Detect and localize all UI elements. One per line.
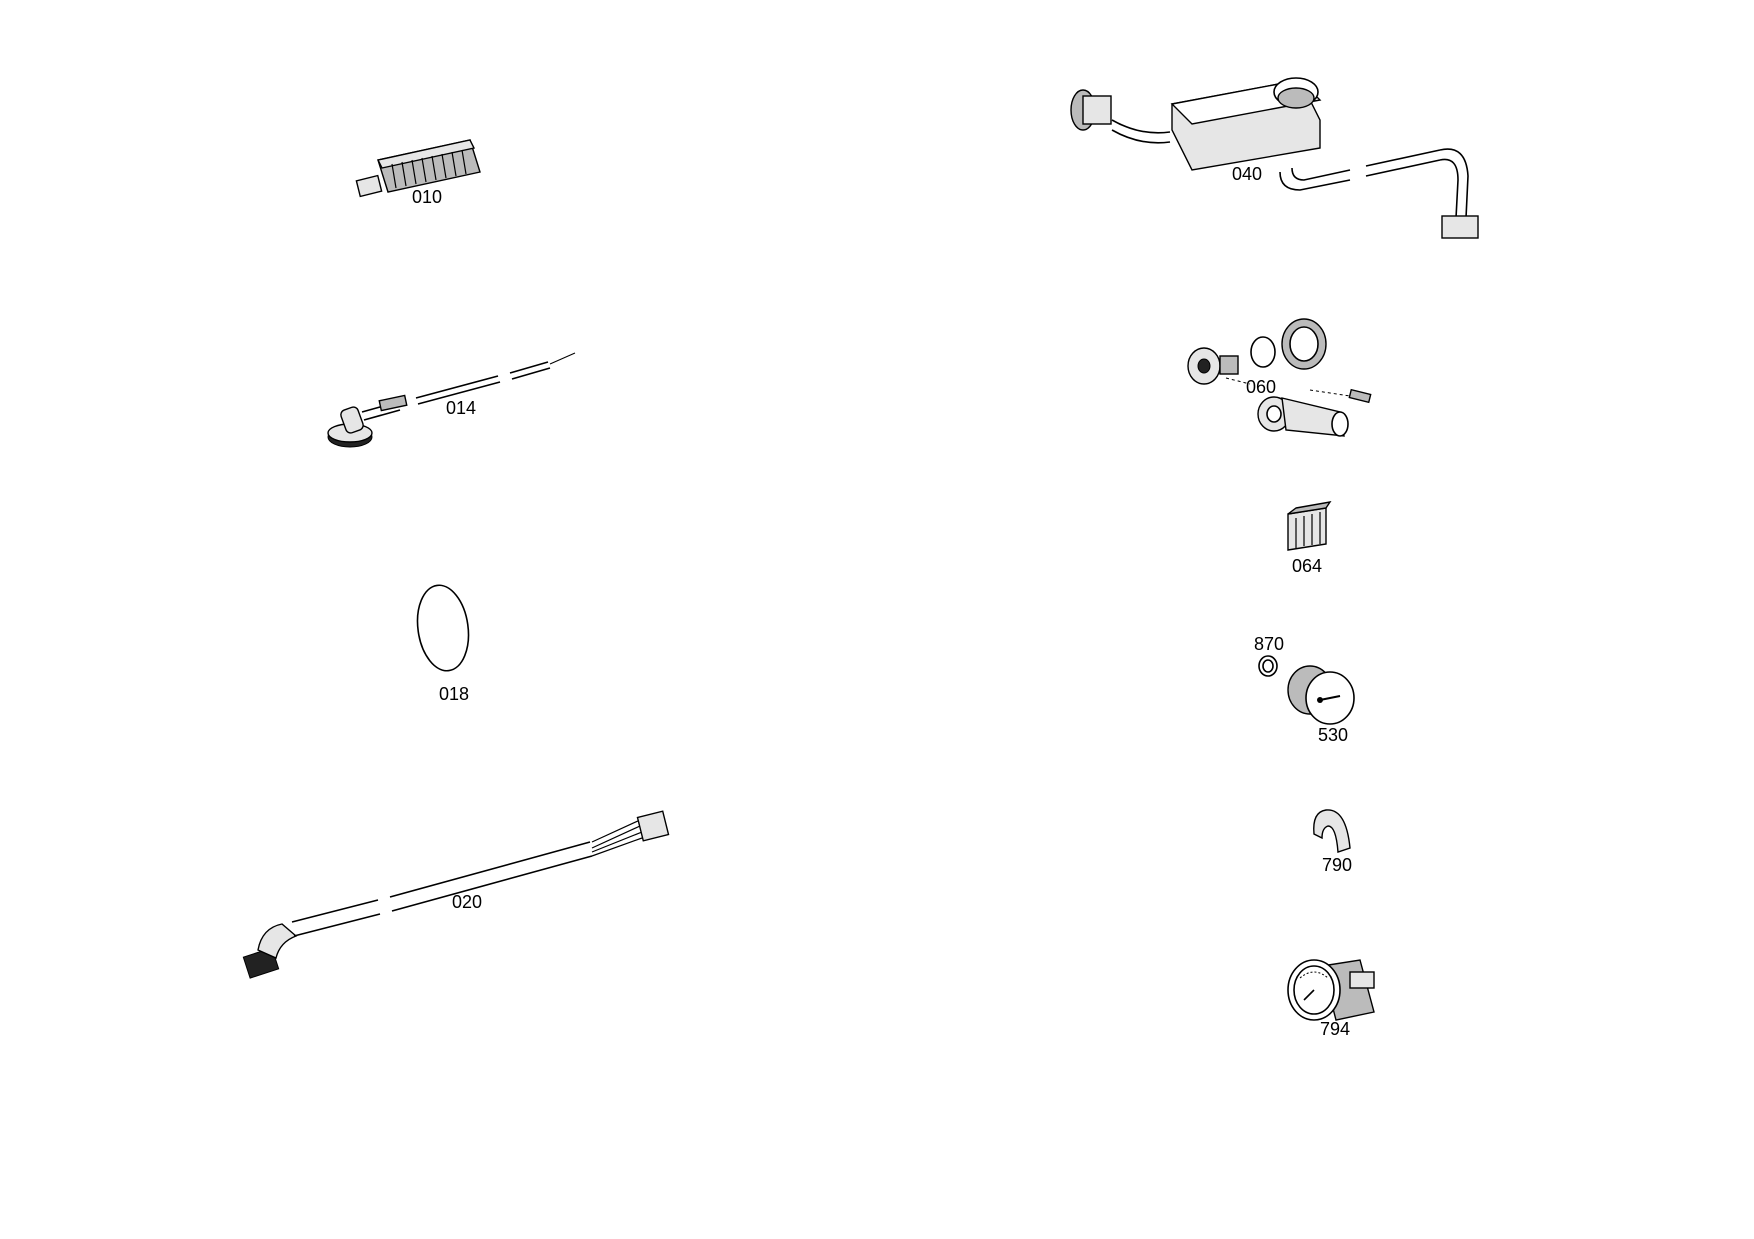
part-label-010: 010 xyxy=(412,187,442,207)
part-label-014: 014 xyxy=(446,398,476,418)
part-label-040: 040 xyxy=(1232,164,1262,184)
socket-assembly-060[interactable]: 060 xyxy=(1187,318,1372,437)
relay-064[interactable]: 064 xyxy=(1287,501,1332,576)
part-label-794: 794 xyxy=(1320,1019,1350,1039)
sensor-014[interactable]: 014 xyxy=(327,352,576,448)
sensor-530[interactable]: 530 xyxy=(1287,665,1355,745)
part-label-018: 018 xyxy=(439,684,469,704)
o-ring-018[interactable]: 018 xyxy=(412,582,473,704)
part-label-020: 020 xyxy=(452,892,482,912)
part-label-060: 060 xyxy=(1246,377,1276,397)
cable-harness-020[interactable]: 020 xyxy=(242,810,670,979)
part-label-870: 870 xyxy=(1254,634,1284,654)
clip-790[interactable]: 790 xyxy=(1313,809,1352,875)
selector-switch-040[interactable]: 040 xyxy=(1070,77,1479,239)
part-label-790: 790 xyxy=(1322,855,1352,875)
part-label-064: 064 xyxy=(1292,556,1322,576)
gauge-794[interactable]: 794 xyxy=(1287,959,1375,1039)
terminal-block-010[interactable]: 010 xyxy=(355,139,481,207)
part-label-530: 530 xyxy=(1318,725,1348,745)
washer-870[interactable]: 870 xyxy=(1254,634,1284,677)
